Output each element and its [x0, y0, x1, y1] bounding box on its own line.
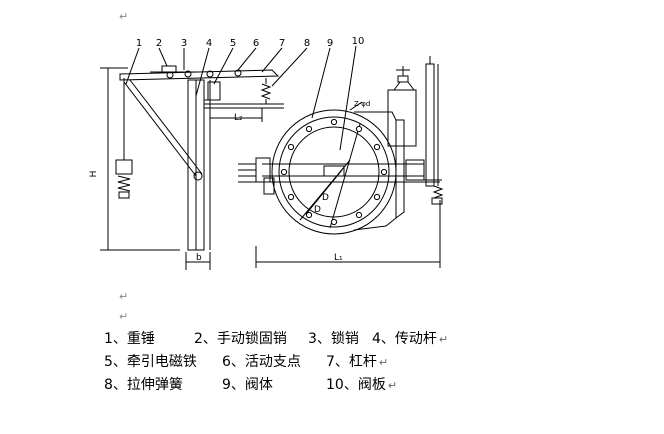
callout-1: 1: [136, 38, 142, 49]
paragraph-mark: ↵: [119, 10, 129, 23]
legend-item: 9、阀体: [222, 377, 273, 393]
callout-4: 4: [206, 38, 212, 49]
paragraph-mark: ↵: [119, 290, 129, 303]
dim-b-label: b: [196, 253, 202, 263]
paragraph-mark: ↵: [119, 310, 129, 323]
valve-diagram: 1 2 3 4 5 6 7 8 9 10 H L₂ b L₁ Z-φd D D: [89, 36, 444, 270]
callout-9: 9: [327, 38, 333, 49]
legend-item: 10、阀板: [326, 377, 386, 393]
dim-z-label: Z-φd: [354, 100, 370, 108]
legend-item: 2、手动锁固销: [194, 331, 287, 347]
dim-h-label: H: [89, 171, 99, 178]
paragraph-mark: ↵: [387, 379, 398, 392]
legend-item: 8、拉伸弹簧: [104, 377, 183, 393]
callout-2: 2: [156, 38, 162, 49]
callout-6: 6: [253, 38, 259, 49]
paragraph-mark: ↵: [438, 333, 449, 346]
legend-item: 6、活动支点: [222, 354, 301, 370]
legend-row-3: 8、拉伸弹簧 9、阀体 10、阀板↵: [104, 374, 397, 394]
callout-7: 7: [279, 38, 285, 49]
legend-item: 4、传动杆: [372, 331, 437, 347]
dim-l2-label: L₂: [234, 113, 243, 123]
legend-row-1: 1、重锤 2、手动锁固销 3、锁销 4、传动杆↵: [104, 328, 448, 348]
legend-row-2: 5、牵引电磁铁 6、活动支点 7、杠杆↵: [104, 351, 388, 371]
dim-l1-label: L₁: [334, 253, 343, 263]
callout-5: 5: [230, 38, 236, 49]
legend-item: 3、锁销: [308, 331, 359, 347]
dim-d-label: D: [314, 205, 321, 215]
dim-d-label: D: [322, 193, 329, 203]
callout-3: 3: [181, 38, 187, 49]
paragraph-mark: ↵: [378, 356, 389, 369]
legend-item: 5、牵引电磁铁: [104, 354, 197, 370]
callout-10: 10: [352, 36, 365, 47]
callout-8: 8: [304, 38, 310, 49]
legend-item: 1、重锤: [104, 331, 155, 347]
legend-item: 7、杠杆: [326, 354, 377, 370]
